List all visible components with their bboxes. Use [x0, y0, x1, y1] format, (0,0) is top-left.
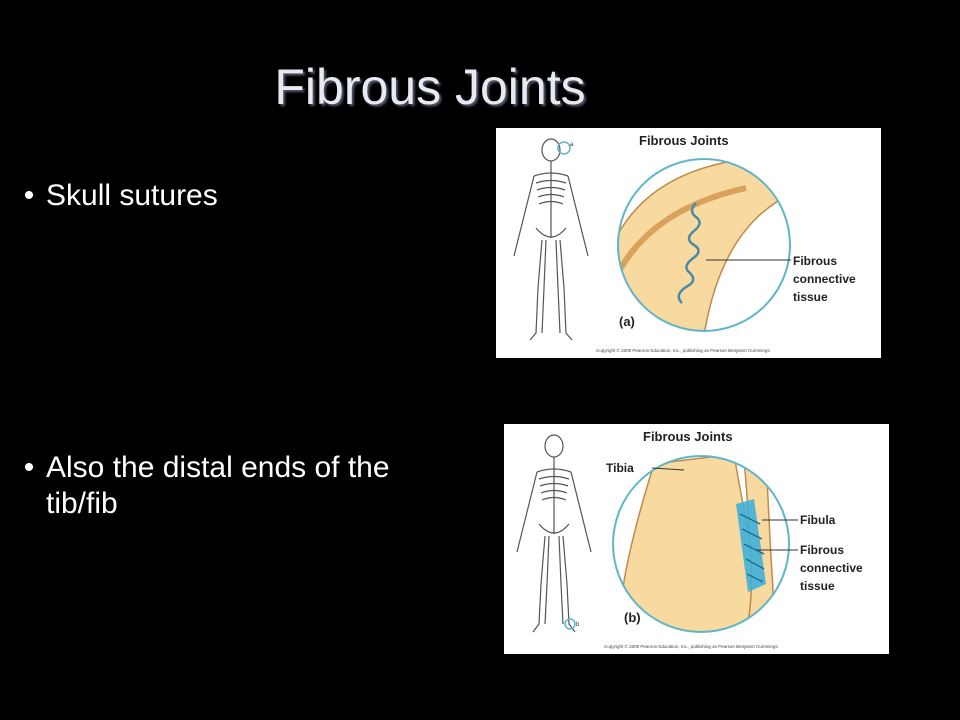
panel-label: (a)	[619, 314, 635, 329]
bullet-text: Skull sutures	[46, 179, 218, 212]
skeleton-icon	[516, 434, 592, 633]
slide-title: Fibrous Joints	[274, 59, 586, 115]
label-tibia: Tibia	[606, 461, 634, 475]
bullet-text: Also the distal ends of the tib/fib	[46, 451, 390, 520]
label-connective: connective	[793, 272, 856, 286]
copyright-text: Copyright © 2009 Pearson Education, Inc.…	[596, 347, 771, 353]
highlight-marker-icon	[557, 141, 571, 155]
tibia-fibula-illustration: b Fibrous Joints Tibia Fibula Fibrous co…	[516, 429, 863, 649]
label-fibrous: Fibrous	[800, 543, 844, 557]
panel-label: (b)	[624, 610, 641, 625]
bullet-symbol: •	[23, 179, 35, 212]
bullet-item: • Skull sutures	[12, 178, 426, 214]
magnifier-circle	[612, 455, 790, 633]
figure-tibia-fibula: b Fibrous Joints Tibia Fibula Fibrous co…	[504, 424, 889, 654]
bullet-item: • Also the distal ends of the tib/fib	[12, 450, 426, 522]
copyright-text: Copyright © 2009 Pearson Education, Inc.…	[604, 643, 779, 649]
label-fibrous: Fibrous	[793, 254, 837, 268]
skull-suture-illustration: a Fibrous Joints Fibrous connective tiss…	[513, 133, 856, 353]
svg-text:a: a	[570, 142, 574, 148]
label-tissue: tissue	[800, 579, 835, 593]
label-connective: connective	[800, 561, 863, 575]
figure-title: Fibrous Joints	[643, 429, 733, 444]
label-tissue: tissue	[793, 290, 828, 304]
svg-text:b: b	[576, 622, 580, 628]
figure-skull-suture: a Fibrous Joints Fibrous connective tiss…	[496, 128, 881, 358]
figure-title: Fibrous Joints	[639, 133, 729, 148]
skeleton-icon	[513, 138, 589, 341]
highlight-marker-icon	[564, 618, 576, 630]
label-fibula: Fibula	[800, 513, 836, 527]
bullet-symbol: •	[23, 451, 35, 484]
magnifier-circle	[617, 158, 791, 332]
